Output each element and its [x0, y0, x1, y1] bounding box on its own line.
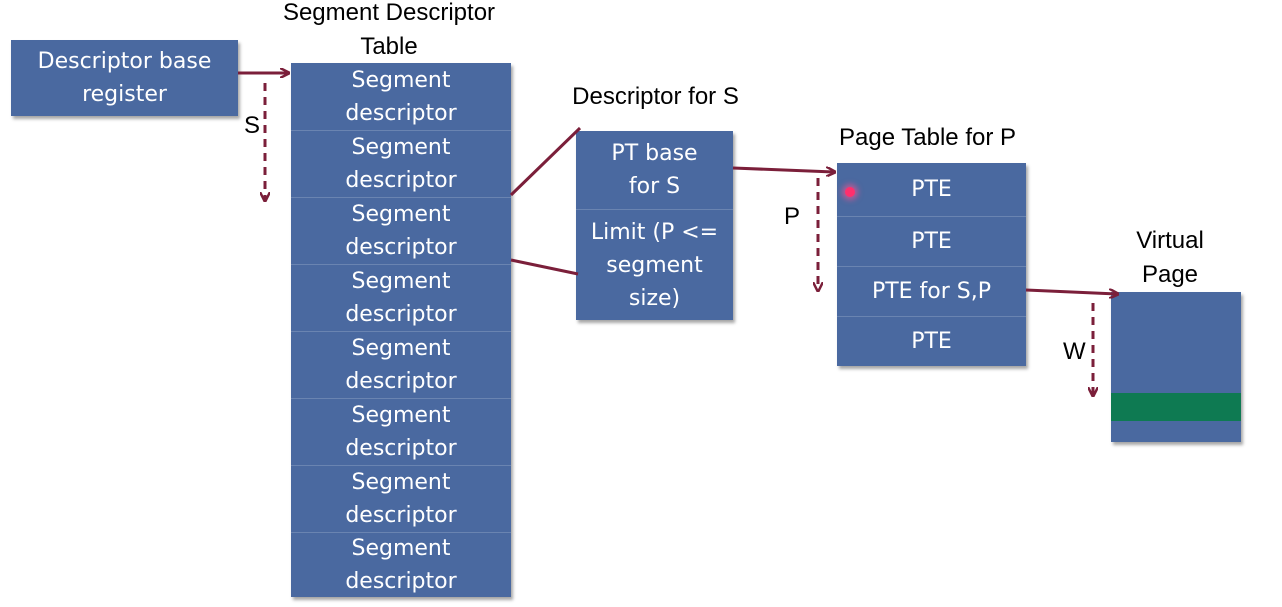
zoom-line-top	[509, 126, 582, 197]
virtual-page-title: Virtual Page	[1136, 227, 1204, 288]
pointer-dot	[845, 187, 855, 197]
page-table-title: Page Table for P	[838, 124, 1016, 151]
segment-descriptor-row: Segment descriptor	[291, 532, 511, 597]
pte-row-for-s-p: PTE for S,P	[837, 266, 1026, 316]
word-highlight	[1111, 393, 1241, 421]
segment-descriptor-row: Segment descriptor	[291, 197, 511, 264]
segment-descriptor-row: Segment descriptor	[291, 264, 511, 331]
page-table: PTE PTE PTE for S,P PTE	[837, 163, 1026, 366]
label-s: S	[244, 112, 261, 139]
segment-descriptor-row: Segment descriptor	[291, 465, 511, 532]
descriptor-for-s: PT base for S Limit (P <= segment size)	[576, 131, 733, 320]
label-w: W	[1063, 338, 1086, 365]
virtual-page	[1111, 292, 1241, 442]
pt-base-to-page-table-arrow	[732, 166, 834, 172]
pte-row: PTE	[837, 216, 1026, 266]
pte-to-virtual-page-arrow	[1025, 288, 1117, 294]
segment-descriptor-row: Segment descriptor	[291, 398, 511, 465]
segment-descriptor-row: Segment descriptor	[345, 67, 457, 126]
register-label: Descriptor base register	[37, 49, 212, 107]
pt-base-field: PT base for S	[611, 141, 698, 199]
descriptor-title: Descriptor for S	[572, 83, 739, 110]
label-p: P	[784, 203, 801, 230]
segment-descriptor-table: Segment descriptor Segment descriptor Se…	[291, 63, 511, 597]
descriptor-base-register: Descriptor base register	[11, 40, 238, 116]
pte-row: PTE	[911, 177, 952, 202]
pte-row: PTE	[837, 316, 1026, 366]
limit-field: Limit (P <= segment size)	[576, 209, 733, 320]
zoom-line-bottom	[510, 258, 579, 276]
segment-descriptor-row: Segment descriptor	[291, 331, 511, 398]
segment-table-title: Segment Descriptor Table	[282, 0, 496, 60]
segment-descriptor-row: Segment descriptor	[291, 130, 511, 197]
